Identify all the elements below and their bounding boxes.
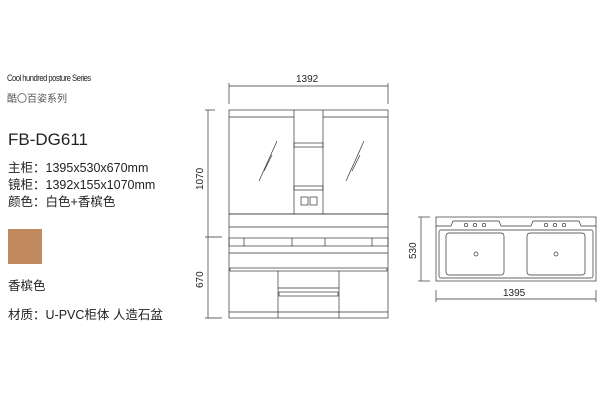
spec-label: 主柜： — [8, 161, 46, 175]
mirror-cabinet-drawing — [228, 109, 389, 215]
series-name-english: Cool hundred posture Series — [7, 73, 91, 83]
swatch-label: 香槟色 — [8, 279, 46, 293]
sink-top-view: 530 1395 — [408, 216, 597, 302]
spec-label: 镜柜： — [8, 178, 46, 192]
cabinet-height-label: 670 — [195, 271, 206, 288]
color-swatch — [8, 229, 42, 264]
sink-depth-label: 530 — [408, 242, 419, 259]
spec-value: 1392x155x1070mm — [45, 178, 156, 192]
spec-value: 白色+香槟色 — [45, 195, 116, 209]
model-number: FB-DG611 — [8, 130, 88, 149]
front-width-dimension: 1392 — [228, 74, 389, 104]
front-width-label: 1392 — [296, 74, 319, 85]
base-cabinet-drawing — [228, 213, 389, 319]
spec-label: 颜色： — [8, 195, 46, 209]
front-height-dimensions: 1070 670 — [195, 109, 222, 319]
spec-color: 颜色：白色+香槟色 — [8, 191, 115, 210]
spec-main-cabinet: 主柜：1395x530x670mm — [8, 157, 148, 176]
spec-mirror-cabinet: 镜柜：1392x155x1070mm — [8, 174, 155, 193]
sink-width-label: 1395 — [503, 288, 526, 299]
material-text: 材质：U-PVC柜体 人造石盆 — [8, 308, 163, 322]
series-name-chinese: 酷〇百姿系列 — [7, 94, 67, 105]
mirror-height-label: 1070 — [195, 167, 206, 190]
spec-value: 1395x530x670mm — [45, 161, 149, 175]
